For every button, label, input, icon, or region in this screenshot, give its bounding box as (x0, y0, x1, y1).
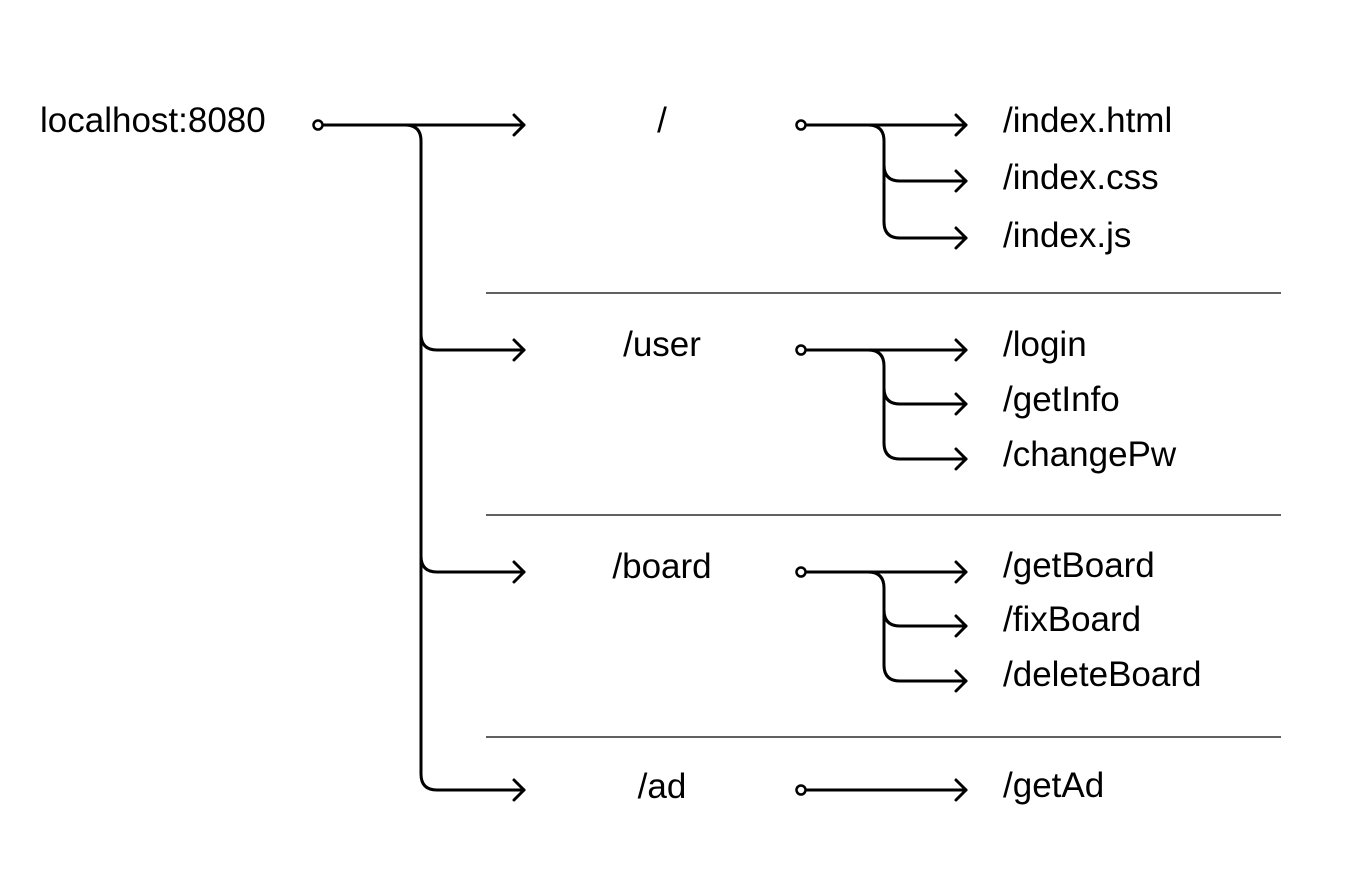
route-label: /index.html (1003, 101, 1172, 140)
root-label: localhost:8080 (40, 101, 266, 140)
group-label-ad: /ad (638, 767, 687, 806)
route-label: /getInfo (1003, 380, 1120, 419)
route-label: /fixBoard (1003, 600, 1141, 639)
arrow-head-icon (954, 669, 968, 693)
root-connector-dot (312, 119, 324, 131)
connector-layer (312, 113, 1281, 802)
route-label: /login (1003, 325, 1087, 364)
route-label: /getAd (1003, 766, 1104, 805)
child-arrow-line (882, 441, 968, 461)
group-connector-dot (795, 119, 807, 131)
group-label-board: /board (612, 547, 711, 586)
child-arrow-line (882, 663, 968, 683)
arrow-head-icon (954, 226, 968, 250)
group-label-user: /user (623, 325, 701, 364)
group-connector-dot (795, 344, 807, 356)
route-label: /changePw (1003, 435, 1177, 474)
branch-arrow-line (419, 332, 526, 352)
group-connector-dot (795, 784, 807, 796)
root-trunk-line (321, 123, 423, 776)
route-label: /index.css (1003, 158, 1159, 197)
label-layer: localhost:8080 / /index.html /index.css … (40, 101, 1201, 806)
child-trunk-line (866, 348, 886, 445)
route-label: /index.js (1003, 216, 1131, 255)
arrow-head-icon (954, 113, 968, 137)
arrow-head-icon (512, 338, 526, 362)
arrow-head-icon (954, 392, 968, 416)
arrow-head-icon (512, 778, 526, 802)
arrow-head-icon (954, 169, 968, 193)
branch-arrow-line (419, 554, 526, 574)
route-label: /getBoard (1003, 546, 1155, 585)
child-arrow-line (882, 220, 968, 240)
arrow-head-icon (954, 447, 968, 471)
child-arrow-line (882, 163, 968, 183)
route-label: /deleteBoard (1003, 655, 1201, 694)
group-connector-dot (795, 566, 807, 578)
arrow-head-icon (954, 560, 968, 584)
arrow-head-icon (954, 338, 968, 362)
arrow-head-icon (512, 560, 526, 584)
arrow-head-icon (512, 113, 526, 137)
arrow-head-icon (954, 614, 968, 638)
child-trunk-line (866, 570, 886, 667)
child-arrow-line (882, 608, 968, 628)
branch-arrow-line (419, 772, 526, 792)
group-label-root: / (657, 101, 667, 140)
child-trunk-line (866, 123, 886, 224)
arrow-head-icon (954, 778, 968, 802)
child-arrow-line (882, 386, 968, 406)
